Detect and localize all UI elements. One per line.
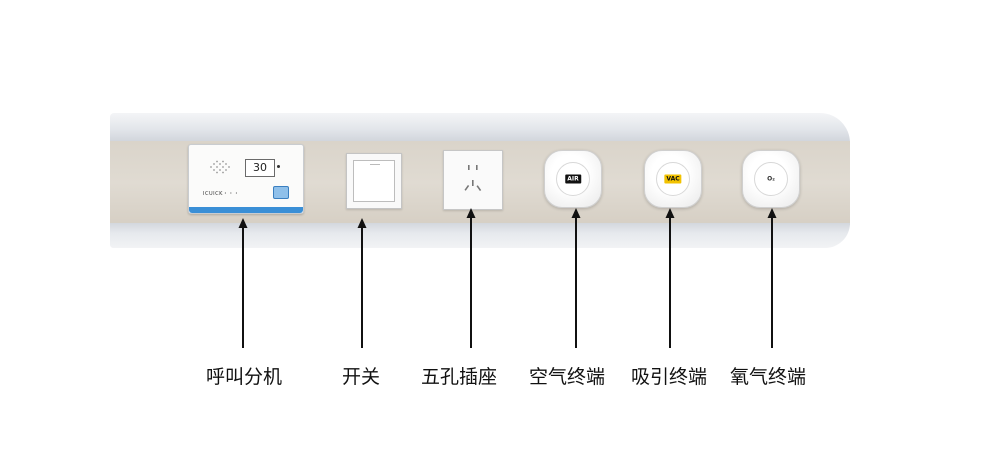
pointer-arrow-o2 [767,208,777,348]
bed-head-panel: 30 ICUICK・・・ AIR VAC O₂ [110,113,850,248]
pointer-arrow-call [238,218,248,348]
caption-switch: 开关 [341,366,381,388]
caption-socket: 五孔插座 [420,366,498,388]
air-gas-outlet[interactable]: AIR [544,150,602,208]
light-switch[interactable] [346,153,402,209]
outlet-ring [556,162,590,196]
speaker-grille-icon [210,160,230,174]
caption-call-unit: 呼叫分机 [205,366,283,388]
switch-mark [370,164,380,165]
caption-vac-outlet: 吸引终端 [630,366,708,388]
oxygen-gas-outlet[interactable]: O₂ [742,150,800,208]
pointer-arrow-air [571,208,581,348]
call-unit-brand: ICUICK・・・ [203,191,240,197]
socket-holes-icon [464,165,482,192]
pointer-arrow-switch [357,218,367,348]
switch-rocker[interactable] [353,160,395,202]
vacuum-gas-outlet[interactable]: VAC [644,150,702,208]
o2-label: O₂ [765,174,777,184]
five-hole-socket [443,150,503,210]
caption-o2-outlet: 氧气终端 [729,366,807,388]
call-unit-display: 30 [245,159,275,177]
air-label: AIR [565,174,581,184]
call-button[interactable] [273,186,289,199]
caption-air-outlet: 空气终端 [528,366,606,388]
nurse-call-unit: 30 ICUICK・・・ [188,144,304,214]
pointer-arrow-vac [665,208,675,348]
indicator-led [277,165,280,168]
panel-bottom-rail [110,223,850,248]
panel-top-rail [110,113,850,143]
call-unit-accent-stripe [189,207,303,213]
pointer-arrow-socket [466,208,476,348]
vac-label: VAC [664,174,682,184]
